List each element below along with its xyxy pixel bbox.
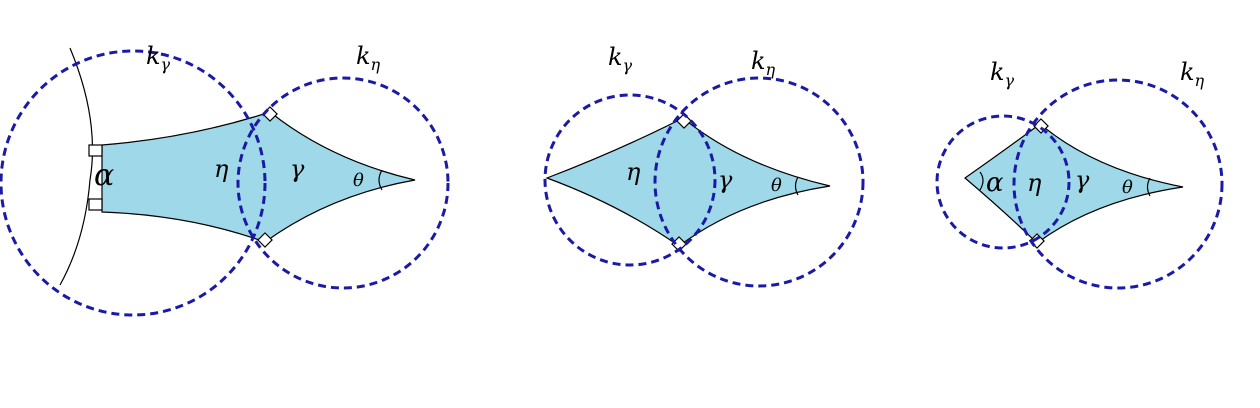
circle-k-eta [1012, 78, 1224, 290]
svg-text:kγ: kγ [990, 58, 1015, 90]
circle-k-gamma [0, 49, 267, 317]
label-alpha: α [94, 158, 114, 193]
label-k-eta: k [356, 42, 371, 70]
label-k-eta-subscript: η [371, 55, 381, 74]
label-k-gamma: k [990, 58, 1005, 86]
label-theta: θ [1122, 177, 1133, 198]
label-alpha: α [986, 168, 1004, 198]
shaded-region [545, 117, 831, 247]
label-k-eta-subscript: η [766, 60, 776, 79]
figure-2: kγ kη η γ θ [543, 43, 865, 288]
boundary-arc [59, 47, 94, 286]
right-angle-marker [88, 144, 103, 157]
label-k-gamma-subscript: γ [623, 56, 633, 75]
label-gamma: γ [1075, 166, 1090, 194]
figure-3: kγ kη α η γ θ [935, 58, 1224, 290]
theta-angle-arc [378, 169, 383, 191]
svg-text:kγ: kγ [608, 43, 633, 75]
right-angle-marker [257, 232, 273, 248]
label-eta: η [214, 155, 229, 183]
label-k-gamma: k [146, 42, 161, 70]
right-angle-marker [676, 113, 692, 129]
right-angle-marker [88, 198, 103, 211]
label-k-gamma: k [608, 43, 623, 71]
label-theta: θ [353, 170, 364, 191]
label-eta: η [626, 158, 641, 186]
circle-k-gamma [543, 93, 717, 267]
label-theta: θ [771, 175, 782, 196]
svg-text:kη: kη [1180, 58, 1205, 90]
alpha-angle-arc [979, 171, 984, 191]
svg-text:kγ: kγ [146, 42, 171, 74]
shaded-region [101, 111, 416, 243]
label-k-gamma-subscript: γ [1005, 71, 1015, 90]
svg-text:kη: kη [751, 47, 776, 79]
label-k-gamma-subscript: γ [161, 55, 171, 74]
label-k-eta: k [751, 47, 766, 75]
figure-1: kγ kη α η γ θ [0, 42, 450, 317]
label-eta: η [1027, 169, 1042, 197]
label-k-eta-subscript: η [1195, 71, 1205, 90]
svg-text:kη: kη [356, 42, 381, 74]
label-k-eta: k [1180, 58, 1195, 86]
theta-angle-arc [794, 176, 799, 196]
label-gamma: γ [718, 166, 733, 194]
circle-k-eta [236, 76, 450, 290]
right-angle-marker [671, 236, 687, 252]
theta-angle-arc [1146, 177, 1151, 197]
circle-k-eta [653, 76, 865, 288]
circle-k-gamma [935, 114, 1071, 250]
label-gamma: γ [290, 155, 305, 183]
